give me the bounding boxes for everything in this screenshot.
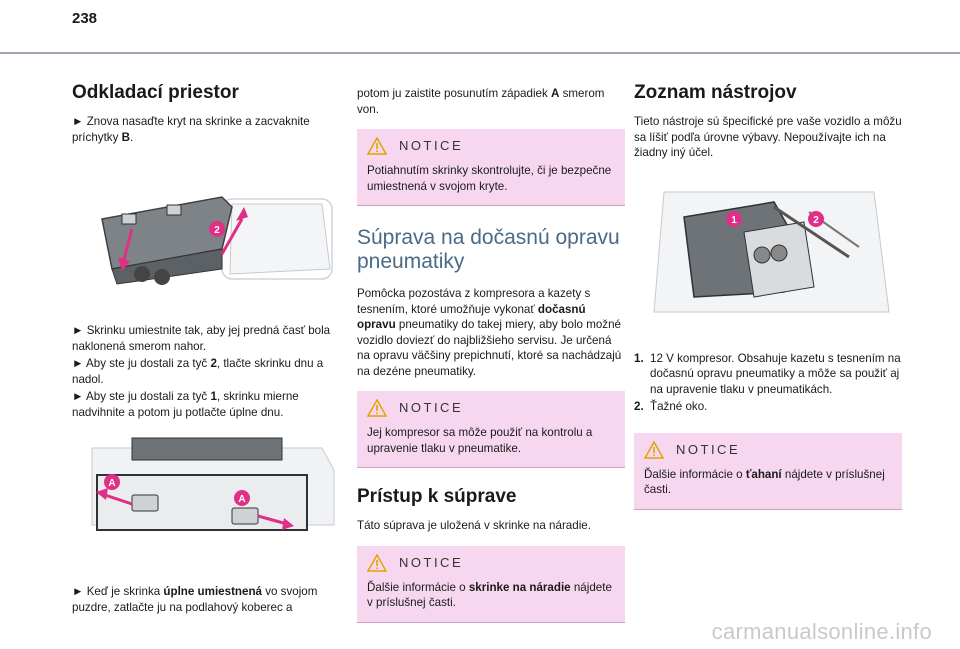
figure-label-A: A: [238, 494, 245, 505]
tool-list: 1.12 V kompresor. Obsahuje kazetu s tesn…: [634, 351, 902, 415]
notice-text: Jej kompresor sa môže použiť na kontrolu…: [367, 426, 593, 455]
notice-title: NOTICE: [399, 554, 464, 570]
figure-label-A: A: [108, 478, 115, 489]
watermark: carmanualsonline.info: [711, 619, 932, 644]
page-number: 238: [72, 10, 98, 27]
column-3: Zoznam nástrojov Tieto nástroje sú špeci…: [634, 68, 902, 524]
notice-text: Ďalšie informácie o skrinke na náradie n…: [367, 580, 612, 610]
notice-box: NOTICE Ďalšie informácie o skrinke na ná…: [357, 545, 625, 623]
figure-label-2: 2: [813, 215, 819, 226]
notice-title: NOTICE: [399, 138, 464, 154]
figure-label-1: 1: [731, 215, 737, 226]
figure-tool-kit: 1 2: [634, 177, 902, 327]
paragraph: potom ju zaistite posunutím západiek A s…: [357, 87, 605, 116]
notice-title: NOTICE: [676, 441, 741, 457]
paragraph: ► Keď je skrinka úplne umiestnená vo svo…: [72, 585, 318, 614]
paragraph: Tieto nástroje sú špecifické pre vaše vo…: [634, 115, 902, 159]
notice-box: NOTICE Potiahnutím skrinky skontrolujte,…: [357, 129, 625, 206]
warning-icon: [367, 553, 387, 572]
warning-icon: [367, 399, 387, 417]
warning-icon: [367, 137, 387, 155]
figure-label-2: 2: [214, 225, 220, 236]
warning-icon: [644, 440, 664, 459]
section-heading-tools: Zoznam nástrojov: [634, 82, 797, 103]
column-2: potom ju zaistite posunutím západiek A s…: [357, 86, 625, 637]
column-1: Odkladací priestor ► Znova nasaďte kryt …: [72, 68, 340, 617]
notice-title: NOTICE: [399, 400, 464, 416]
paragraph: ► Skrinku umiestnite tak, aby jej predná…: [72, 324, 331, 353]
notice-box: NOTICE Ďalšie informácie o ťahaní nájdet…: [634, 432, 902, 510]
paragraph: Táto súprava je uložená v skrinke na nár…: [357, 519, 591, 532]
figure-storage-latches: A A: [72, 430, 340, 560]
section-heading-repair-kit: Súprava na dočasnú opravu pneumatiky: [357, 226, 620, 273]
notice-box: NOTICE Jej kompresor sa môže použiť na k…: [357, 391, 625, 468]
list-item: 2.Ťažné oko.: [634, 400, 708, 413]
paragraph: ► Aby ste ju dostali za tyč 2, tlačte sk…: [72, 357, 324, 386]
section-heading-access: Prístup k súprave: [357, 486, 517, 507]
paragraph: ► Znova nasaďte kryt na skrinke a zacvak…: [72, 115, 310, 144]
top-rule: [0, 52, 960, 54]
notice-text: Potiahnutím skrinky skontrolujte, či je …: [367, 164, 612, 193]
section-heading-storage: Odkladací priestor: [72, 82, 239, 103]
paragraph: ► Aby ste ju dostali za tyč 1, skrinku m…: [72, 390, 299, 419]
notice-text: Ďalšie informácie o ťahaní nájdete v prí…: [644, 467, 885, 497]
paragraph: Pomôcka pozostáva z kompresora a kazety …: [357, 287, 622, 378]
figure-storage-box-insert: 2: [72, 159, 340, 299]
list-item: 1.12 V kompresor. Obsahuje kazetu s tesn…: [634, 351, 901, 396]
